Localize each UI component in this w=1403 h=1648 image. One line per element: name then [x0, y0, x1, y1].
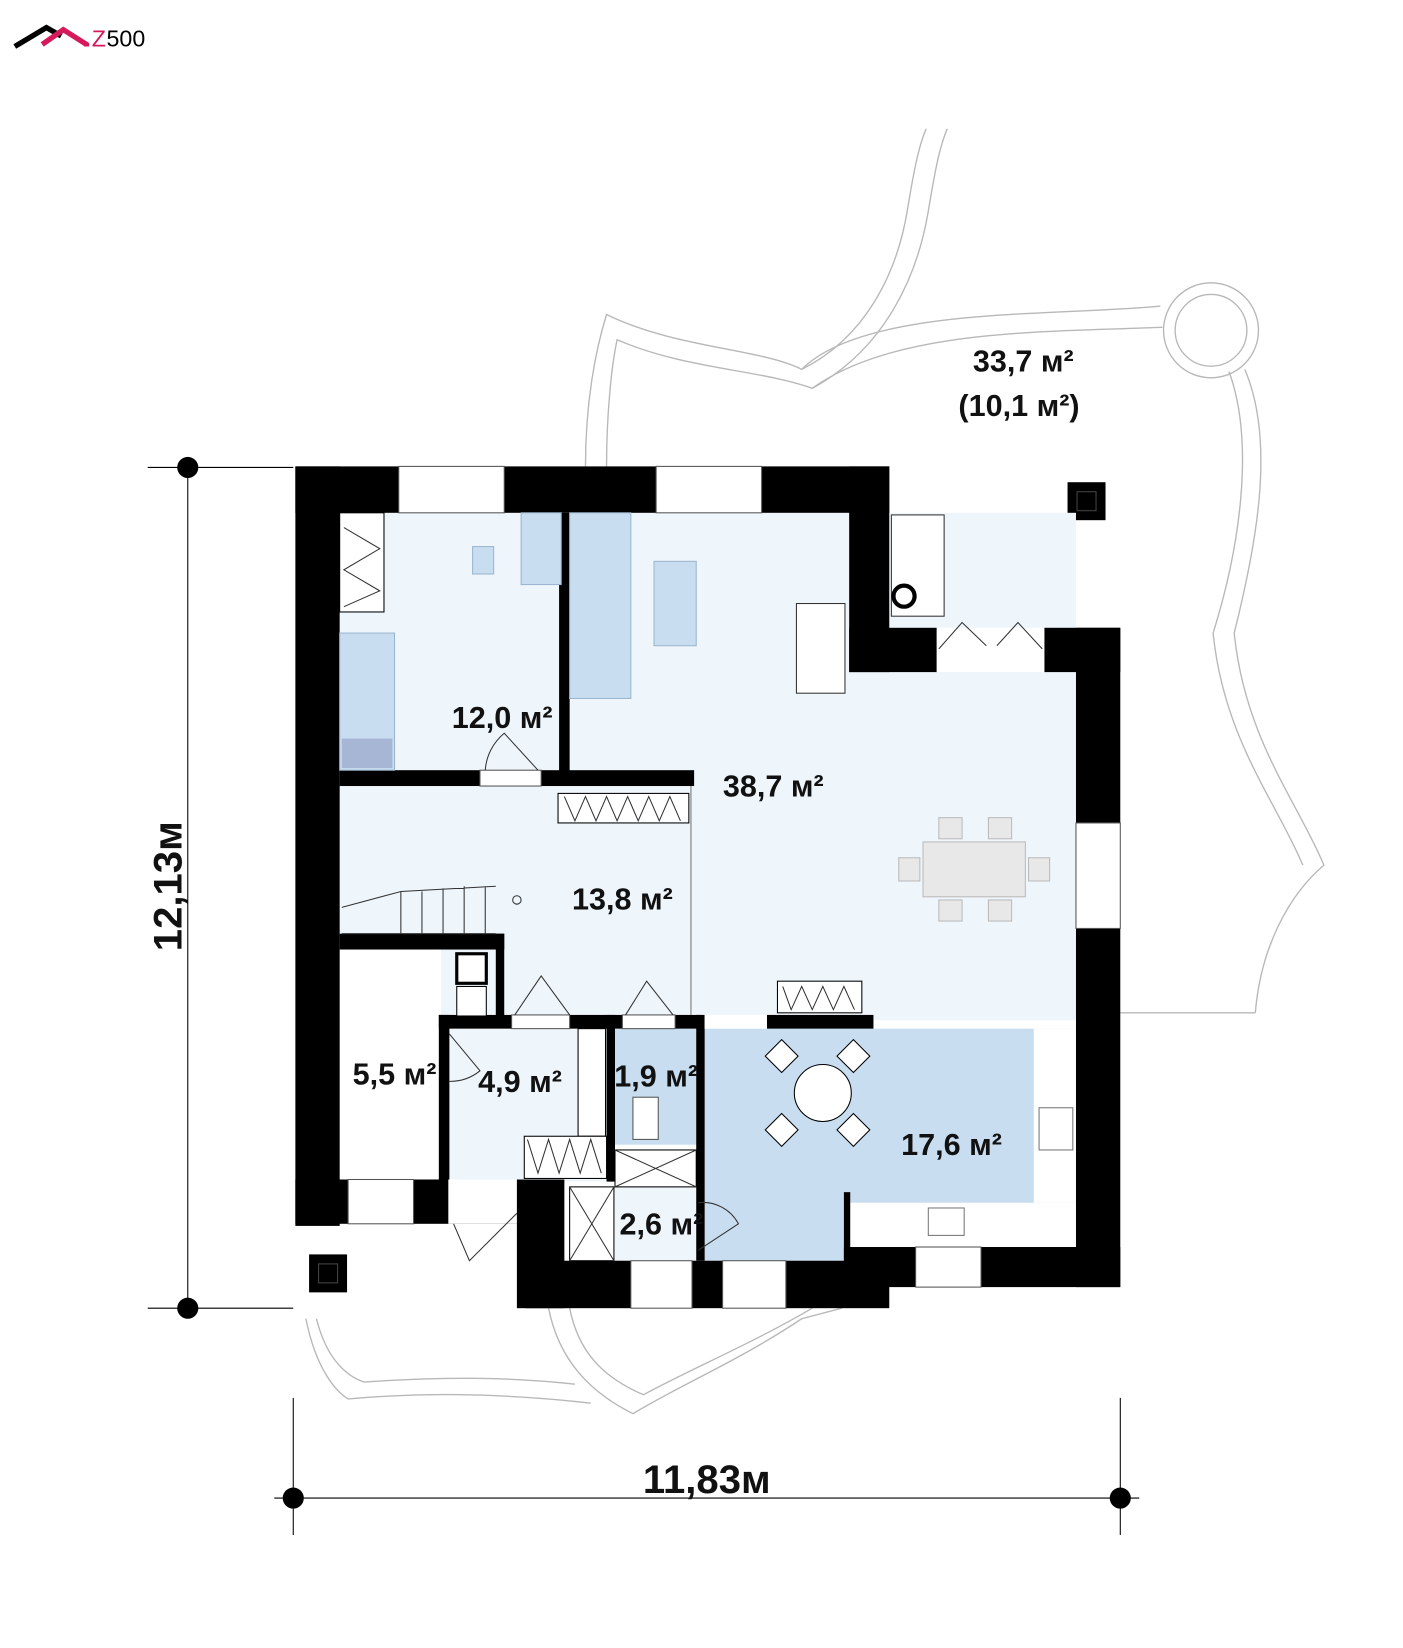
room-area-wc: 1,9 м² [614, 1060, 698, 1094]
entry-post [309, 1254, 348, 1293]
doors [448, 621, 1043, 1262]
terrace-outline [305, 128, 1325, 1415]
room-area-kitchen: 17,6 м² [901, 1128, 1002, 1162]
room-fills [339, 512, 1076, 1263]
terrace-area: 33,7 м² [973, 344, 1074, 378]
room-area-vestibule: 4,9 м² [478, 1065, 562, 1099]
svg-text:Z: Z [92, 26, 106, 52]
terrace-covered-area: (10,1 м²) [958, 389, 1079, 423]
windows [347, 465, 1121, 1309]
room-area-hall: 13,8 м² [572, 882, 673, 916]
dimension-lines [147, 456, 1140, 1535]
room-area-office: 12,0 м² [452, 701, 553, 735]
z500-logo: Z 500 [13, 24, 146, 52]
room-area-pantry: 2,6 м² [620, 1207, 704, 1241]
dimension-height: 12,13м [146, 821, 190, 951]
room-area-boiler: 5,5 м² [353, 1058, 437, 1092]
dimension-width: 11,83м [643, 1458, 771, 1502]
furniture [339, 512, 1074, 1262]
room-area-living: 38,7 м² [723, 770, 824, 804]
svg-text:500: 500 [107, 26, 146, 52]
